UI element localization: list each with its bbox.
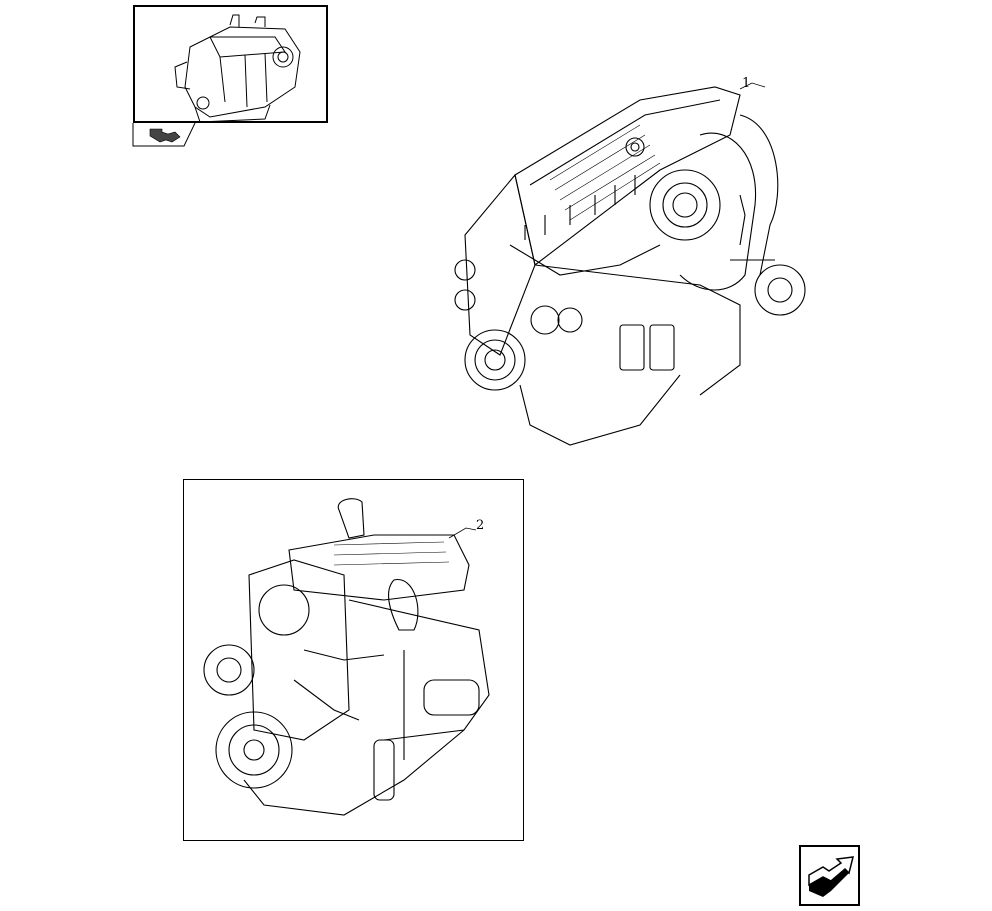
main-engine-drawing bbox=[454, 82, 806, 446]
overview-thumbnail[interactable] bbox=[133, 5, 328, 123]
callout-1[interactable]: 1 bbox=[742, 76, 751, 91]
thumbnail-engine-drawing bbox=[174, 14, 301, 123]
inset-engine-frame bbox=[183, 479, 524, 841]
inset-engine-drawing bbox=[203, 498, 490, 816]
callout-2[interactable]: 2 bbox=[476, 518, 485, 533]
back-to-overview-button[interactable] bbox=[132, 123, 202, 147]
next-arrow-icon bbox=[808, 856, 854, 897]
back-arrow-icon bbox=[149, 128, 181, 143]
next-page-button[interactable] bbox=[799, 845, 860, 906]
